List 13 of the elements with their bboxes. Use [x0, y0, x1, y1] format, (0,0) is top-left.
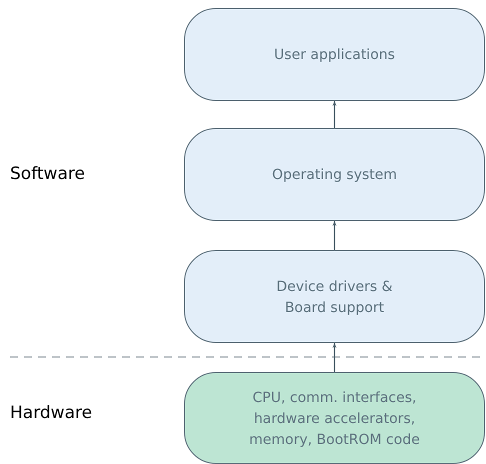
arrow [332, 101, 336, 128]
layer-label: Device drivers & Board support [276, 278, 393, 316]
layer-box [184, 8, 485, 101]
layer-category-label: Hardware [10, 403, 92, 423]
layer-box [184, 372, 485, 464]
layer-label: CPU, comm. interfaces, hardware accelerators, memory, BootROM code [249, 390, 420, 448]
arrow [332, 343, 336, 372]
layer-category-label: Software [10, 164, 85, 184]
layer-label: User applications [274, 47, 395, 63]
layer-box [184, 128, 485, 221]
layer-label: Operating system [272, 167, 398, 183]
arrow [332, 221, 336, 250]
layer-box [184, 250, 485, 343]
